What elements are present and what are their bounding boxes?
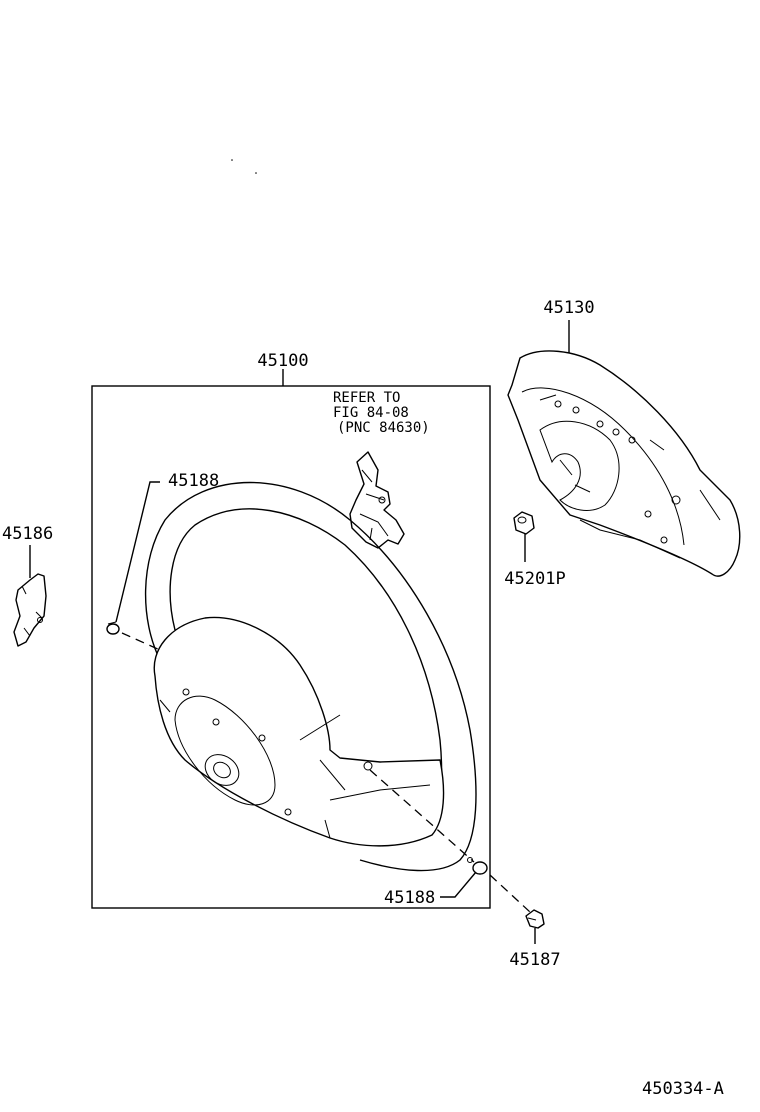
speck [231, 159, 233, 161]
screw-45188-top [106, 621, 120, 635]
refer-note-line3: (PNC 84630) [337, 420, 430, 436]
dashed-line-45188-bottom [369, 769, 475, 863]
label-45130[interactable]: 45130 [543, 298, 594, 318]
refer-note-line1: REFER TO [333, 390, 400, 406]
speck [255, 172, 257, 174]
label-45188-bottom[interactable]: 45188 [384, 888, 435, 908]
figure-id: 450334-A [642, 1079, 724, 1099]
dashed-line-45187 [489, 874, 531, 913]
label-45100[interactable]: 45100 [257, 351, 308, 371]
label-45186[interactable]: 45186 [2, 524, 53, 544]
leader-45188-top [115, 481, 160, 623]
label-45201p[interactable]: 45201P [504, 569, 565, 589]
dashed-line-45188-top [121, 632, 161, 651]
clip-45187 [525, 909, 545, 929]
refer-note-line2: FIG 84-08 [333, 405, 409, 421]
bracket-45186 [13, 573, 47, 647]
cover-45130 [507, 350, 741, 577]
assembly-box [91, 385, 491, 909]
label-45187[interactable]: 45187 [509, 950, 560, 970]
switch-part [349, 451, 405, 549]
nut-45201p [513, 511, 535, 535]
label-45188-top[interactable]: 45188 [168, 471, 219, 491]
steering-wheel [144, 481, 477, 872]
screw-45188-bottom [467, 857, 488, 875]
leader-45188-bottom [440, 871, 477, 898]
